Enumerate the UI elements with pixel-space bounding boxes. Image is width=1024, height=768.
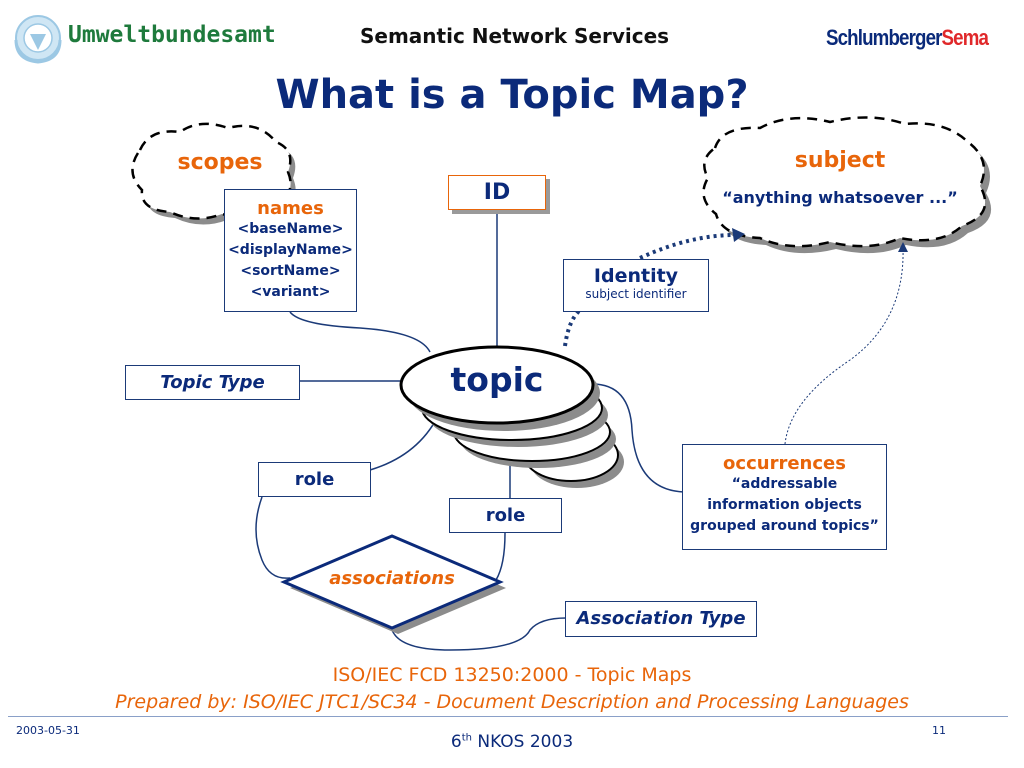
occurrences-box: occurrences “addressable information obj… — [682, 444, 887, 550]
conference-title: NKOS 2003 — [471, 732, 574, 752]
sponsor-name-accent: Sema — [941, 25, 989, 50]
topic-type-label: Topic Type — [160, 372, 265, 393]
occurrences-line: grouped around topics” — [690, 518, 879, 534]
topic-label: topic — [450, 360, 544, 399]
associations-label: associations — [329, 568, 455, 589]
subject-cloud — [702, 116, 992, 254]
topic-stack — [399, 345, 624, 488]
association-type-label: Association Type — [576, 608, 746, 629]
role-right-label: role — [485, 505, 526, 526]
occurrences-line: information objects — [707, 497, 862, 513]
identity-box: Identity subject identifier — [563, 259, 709, 312]
associations-diamond — [280, 534, 506, 634]
names-box: names <baseName> <displayName> <sortName… — [224, 189, 357, 312]
role-right-box: role — [449, 498, 562, 533]
identity-title: Identity — [593, 265, 679, 287]
names-item: <displayName> — [228, 242, 353, 258]
id-label: ID — [483, 180, 511, 205]
footer-divider — [8, 716, 1008, 717]
un-laurel-logo-icon — [14, 15, 62, 64]
identity-description: subject identifier — [585, 287, 687, 301]
conference-name: 6th NKOS 2003 — [0, 732, 1024, 752]
sponsor-name: Schlumberger — [826, 25, 942, 50]
occurrences-line: “addressable — [731, 476, 838, 492]
scopes-label: scopes — [177, 150, 263, 175]
sponsor-logo: SchlumbergerSema — [826, 25, 989, 51]
conference-ordinal: th — [461, 732, 472, 744]
names-item: <sortName> — [240, 263, 341, 279]
names-item: <baseName> — [237, 221, 344, 237]
subject-description: “anything whatsoever ...” — [722, 188, 958, 207]
id-box: ID — [448, 175, 546, 210]
subject-label: subject — [794, 148, 886, 173]
role-left-label: role — [294, 469, 335, 490]
page-number: 11 — [932, 724, 946, 737]
association-type-box: Association Type — [565, 601, 757, 637]
footer-prepared-by: Prepared by: ISO/IEC JTC1/SC34 - Documen… — [115, 691, 909, 713]
topic-type-box: Topic Type — [125, 365, 300, 400]
role-left-box: role — [258, 462, 371, 497]
un-logo — [10, 10, 66, 66]
slide-date: 2003-05-31 — [16, 724, 80, 737]
brand-name: Umweltbundesamt — [68, 22, 276, 48]
page-title: What is a Topic Map? — [275, 72, 749, 118]
conference-number: 6 — [450, 732, 462, 752]
footer-standard: ISO/IEC FCD 13250:2000 - Topic Maps — [332, 664, 692, 686]
occurrences-title: occurrences — [723, 453, 846, 474]
names-title: names — [257, 198, 324, 219]
names-item: <variant> — [250, 284, 331, 300]
service-title: Semantic Network Services — [360, 24, 670, 48]
